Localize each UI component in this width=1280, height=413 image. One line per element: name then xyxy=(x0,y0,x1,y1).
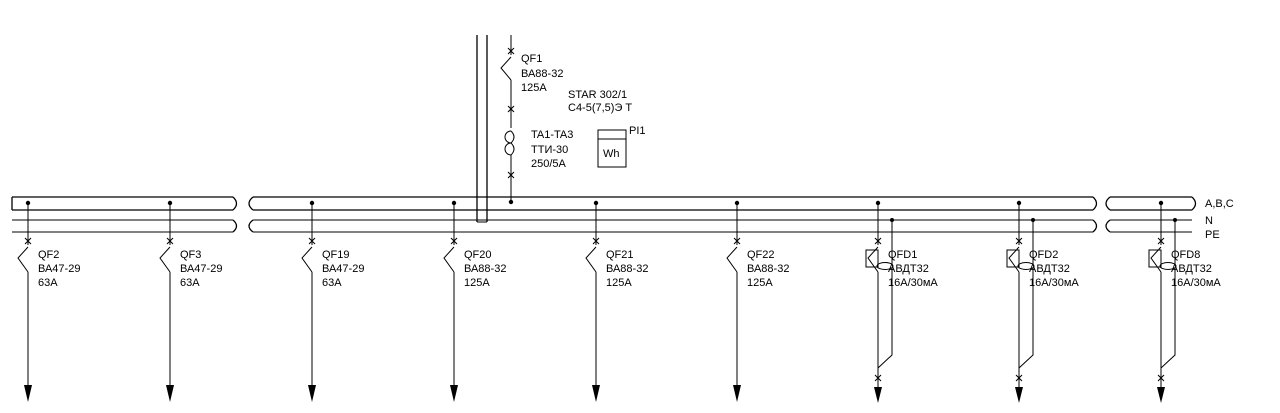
rcd-box xyxy=(1148,249,1162,268)
qf1-type: ВА88-32 xyxy=(521,68,563,80)
feeder-type: АВДТ32 xyxy=(1029,263,1070,275)
rcd-box xyxy=(1006,249,1020,268)
meter-model: STAR 302/1 xyxy=(568,89,627,101)
feeder-arrow xyxy=(308,385,316,402)
feeder-rating: 63А xyxy=(180,277,200,289)
contact-x-mark xyxy=(450,237,458,245)
feeder-arrow xyxy=(450,385,458,402)
feeder-arrow xyxy=(592,385,600,402)
feeder-id: QF3 xyxy=(180,249,201,261)
contact-x-mark xyxy=(166,237,174,245)
rcd-toroid xyxy=(876,262,894,270)
pe-label: PE xyxy=(1205,229,1220,241)
breaker-symbol xyxy=(301,246,313,273)
breaker-symbol xyxy=(585,246,597,273)
feeder-arrow xyxy=(24,385,32,402)
contact-x-mark xyxy=(592,237,600,245)
feeder-type: ВА88-32 xyxy=(606,263,648,275)
feeder-type: ВА88-32 xyxy=(464,263,506,275)
feeder-id: QFD1 xyxy=(888,249,917,261)
rcd-toroid xyxy=(1017,262,1035,270)
feeder-id: QF22 xyxy=(747,249,775,261)
breaker-symbol xyxy=(17,246,29,273)
feeder-arrow xyxy=(874,387,882,403)
feeder-id: QFD8 xyxy=(1171,249,1200,261)
feeder-arrow xyxy=(1015,387,1023,403)
incoming-feeder xyxy=(476,35,515,223)
breaker-symbol xyxy=(443,246,455,273)
feeder-arrow xyxy=(1157,387,1165,403)
feeder-type: ВА88-32 xyxy=(747,263,789,275)
meter-spec: С4-5(7,5)Э Т xyxy=(568,102,632,114)
qf1-contact-x xyxy=(507,47,515,55)
feeder-type: ВА47-29 xyxy=(180,263,222,275)
feeder-rating: 125А xyxy=(747,277,773,289)
feeder-rating: 63А xyxy=(38,277,58,289)
feeder-arrow xyxy=(166,385,174,402)
feeder-id: QF20 xyxy=(464,249,492,261)
neutral-line xyxy=(12,219,1192,233)
energy-meter xyxy=(597,129,627,168)
breaker-symbol xyxy=(1150,246,1162,273)
contact-x-mark xyxy=(24,237,32,245)
neutral-label: N xyxy=(1205,215,1213,227)
breaker-symbol xyxy=(159,246,171,273)
feeder-type: ВА47-29 xyxy=(38,263,80,275)
ta-id: TA1-TA3 xyxy=(531,129,573,141)
feeder-id: QF19 xyxy=(322,249,350,261)
feeder-id: QFD2 xyxy=(1029,249,1058,261)
feeder-type: АВДТ32 xyxy=(1171,263,1212,275)
breaker-symbol xyxy=(726,246,738,273)
contact-x-mark xyxy=(874,237,882,245)
ta-ratio: 250/5А xyxy=(531,158,567,170)
qf1-rating: 125А xyxy=(521,82,547,94)
rcd-toroid xyxy=(1159,262,1177,270)
breaker-symbol xyxy=(867,246,879,273)
feeder-rating: 63А xyxy=(322,277,342,289)
rcd-box xyxy=(865,249,879,268)
ta-type: ТТИ-30 xyxy=(531,144,568,156)
qf1-id: QF1 xyxy=(521,53,542,65)
busbar-phase-label: A,B,C xyxy=(1205,198,1234,210)
feeder-type: АВДТ32 xyxy=(888,263,929,275)
feeder-rating: 125А xyxy=(464,277,490,289)
contact-x-mark xyxy=(1157,237,1165,245)
contact-x-mark xyxy=(308,237,316,245)
feeder-rating: 16А/30мА xyxy=(888,277,938,289)
current-transformer-symbol xyxy=(504,130,515,156)
feeder-arrow xyxy=(733,385,741,402)
meter-unit: Wh xyxy=(603,148,620,160)
feeder-id: QF2 xyxy=(38,249,59,261)
busbar-phase xyxy=(11,196,1197,211)
breaker-symbol xyxy=(1008,246,1020,273)
feeder-id: QF21 xyxy=(606,249,634,261)
feeder-rating: 16А/30мА xyxy=(1171,277,1221,289)
contact-x-mark xyxy=(1015,237,1023,245)
feeder-rating: 125А xyxy=(606,277,632,289)
feeder-rating: 16А/30мА xyxy=(1029,277,1079,289)
feeder-type: ВА47-29 xyxy=(322,263,364,275)
contact-x-mark xyxy=(733,237,741,245)
meter-id: PI1 xyxy=(629,125,646,137)
